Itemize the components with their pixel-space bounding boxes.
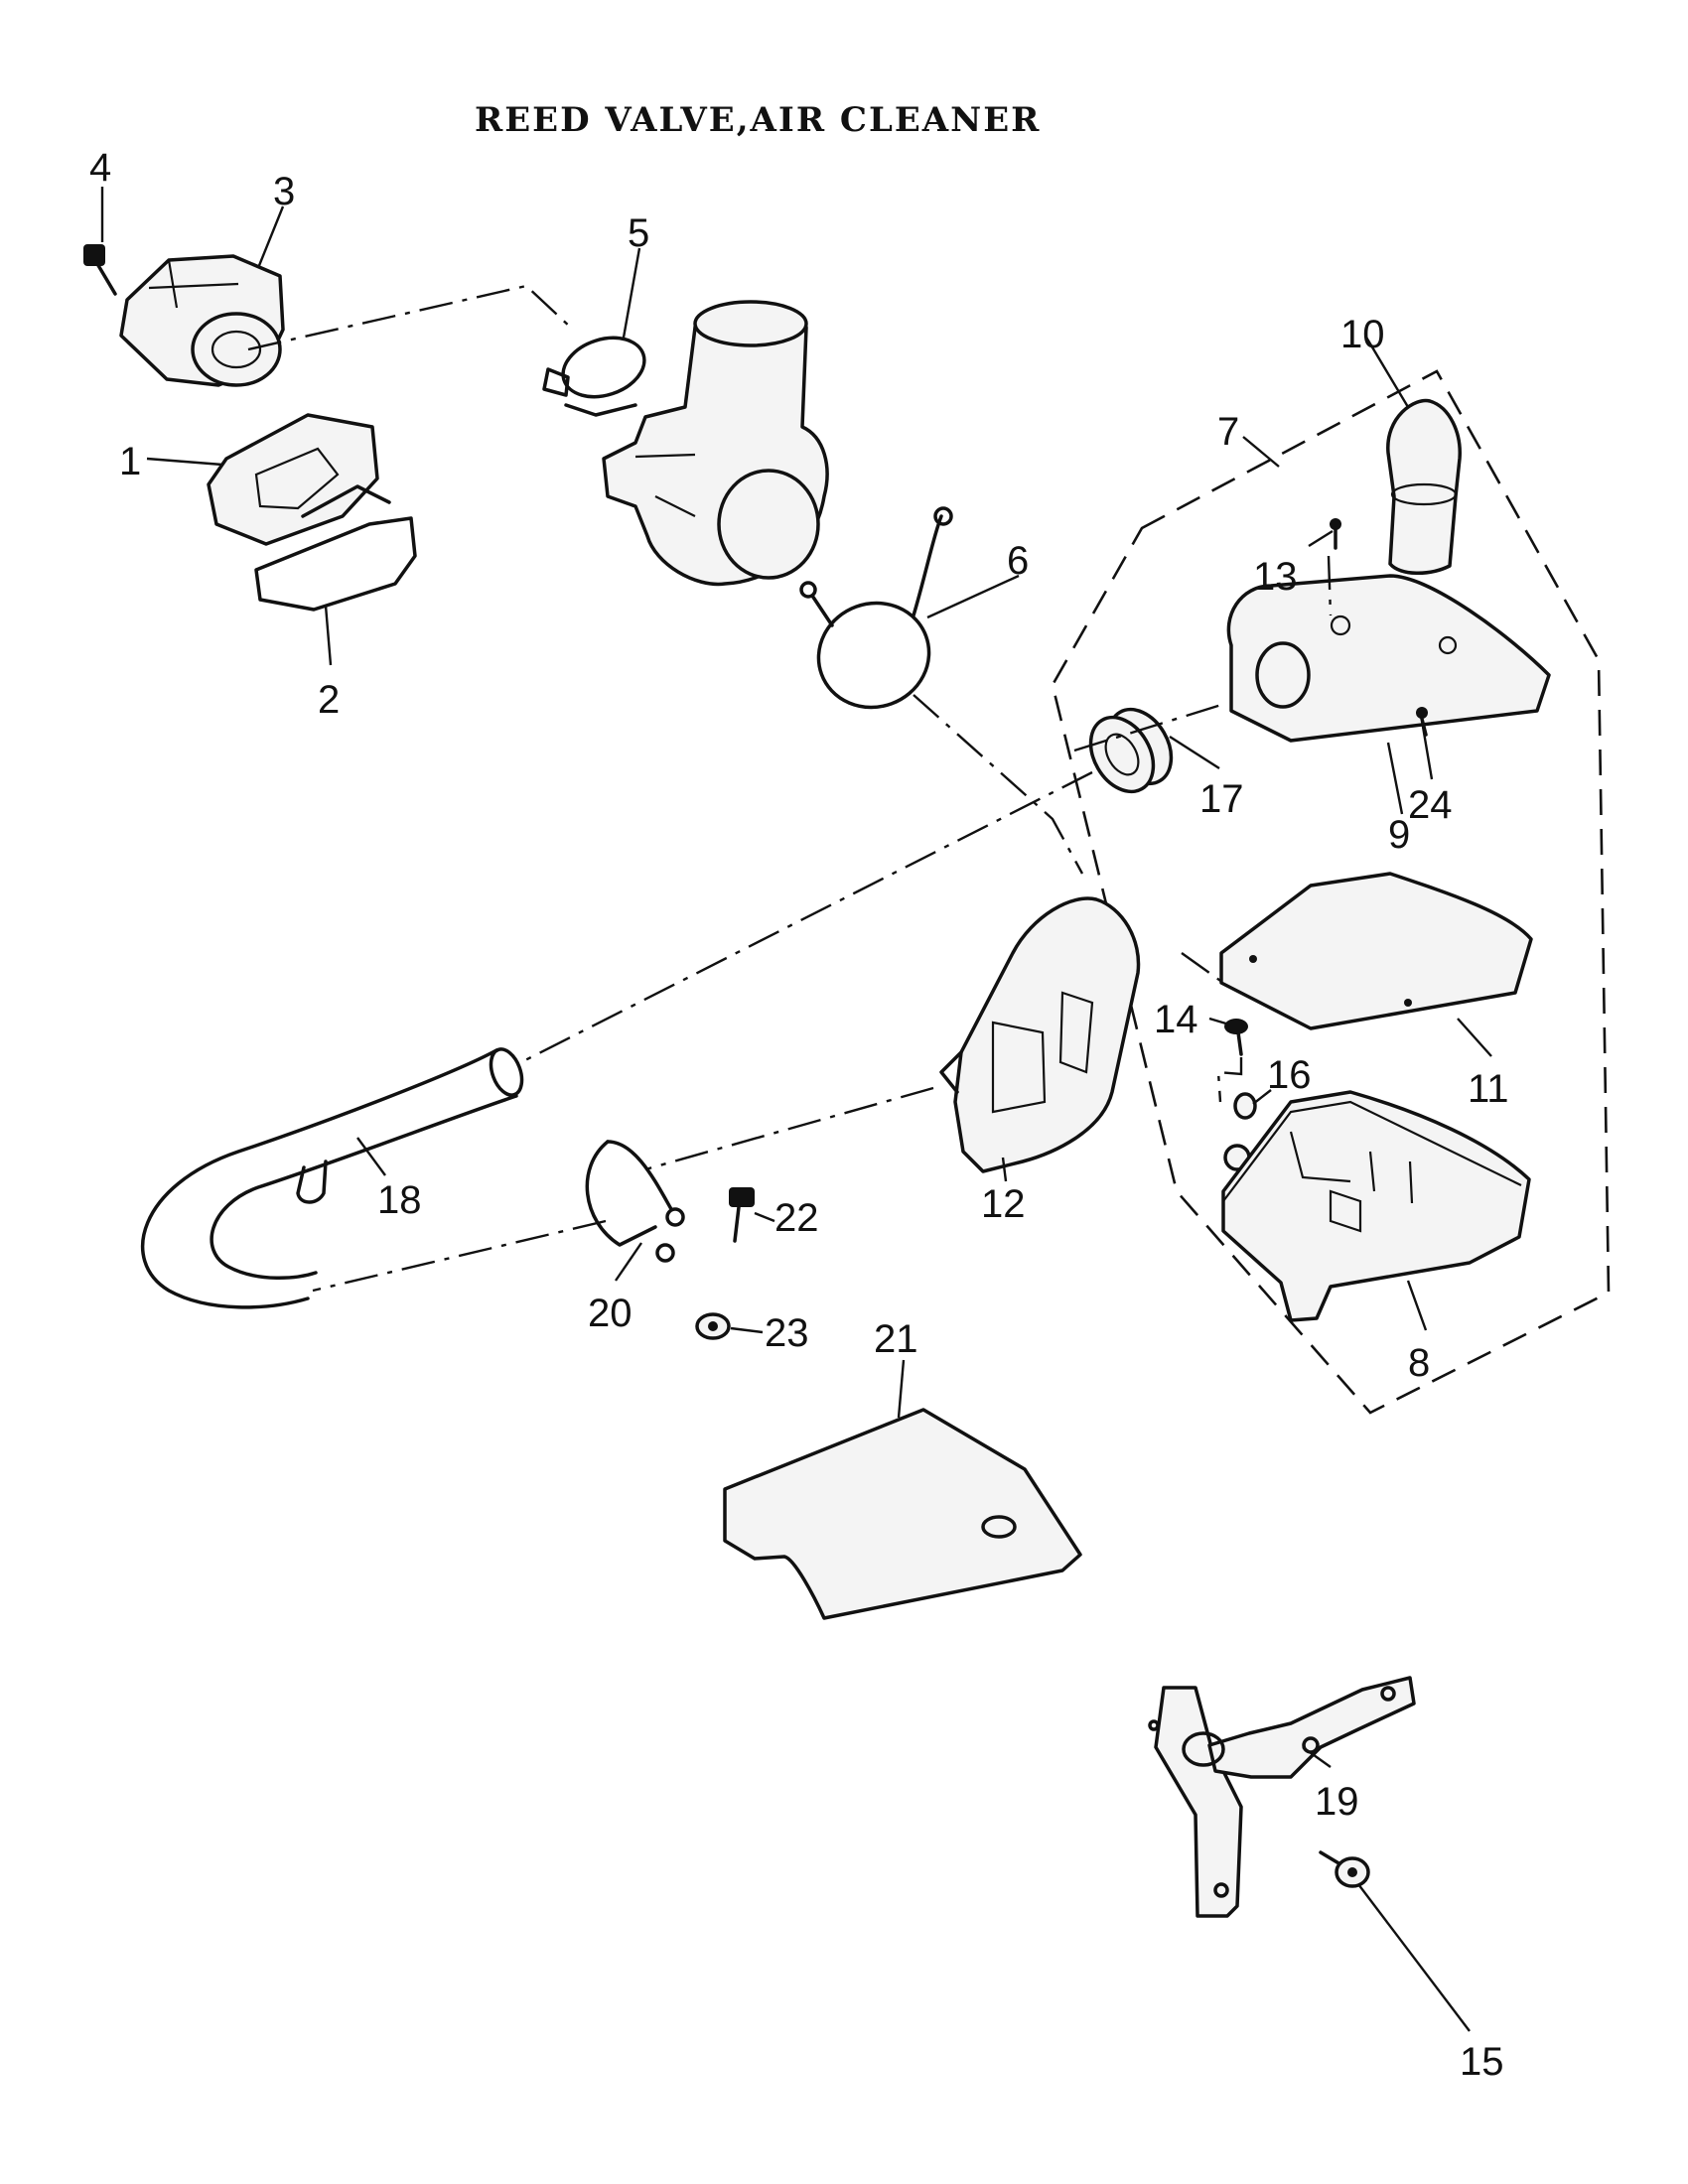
part-15-bolt: [1319, 1850, 1370, 1888]
part-22-bolt: [729, 1187, 755, 1243]
callout-12: 12: [981, 1182, 1026, 1226]
part-1-reed-valve: [207, 413, 391, 546]
callout-3: 3: [273, 170, 295, 213]
part-8-air-cleaner-case: [1221, 1090, 1531, 1322]
callout-11: 11: [1468, 1067, 1509, 1111]
part-4-bolt: [83, 244, 117, 296]
diagram-title: REED VALVE,AIR CLEANER: [475, 100, 1041, 140]
callout-18: 18: [377, 1178, 422, 1222]
part-12-intake-duct: [939, 896, 1141, 1173]
callout-22: 22: [774, 1196, 819, 1240]
callout-16: 16: [1267, 1053, 1312, 1097]
part-14-screw: [1224, 1019, 1248, 1056]
callout-8: 8: [1408, 1341, 1430, 1385]
part-17-joint: [1088, 707, 1174, 794]
callout-5: 5: [628, 211, 649, 255]
callout-labels: 4 3 1 2 5 6 7 10 13 24 9 17 14 11 16 8 1…: [89, 146, 1509, 2084]
part-3-reed-valve-housing: [119, 254, 285, 387]
part-13-screw: [1330, 518, 1341, 550]
part-18-hose: [141, 1047, 524, 1309]
callout-23: 23: [765, 1311, 809, 1355]
callout-4: 4: [89, 146, 111, 190]
part-19-bracket: [1148, 1676, 1416, 1918]
intake-manifold-body: [602, 300, 829, 587]
part-5-clamp: [542, 336, 646, 417]
callout-24: 24: [1408, 783, 1453, 827]
part-21-plate: [723, 1408, 1082, 1620]
callout-1: 1: [119, 440, 141, 483]
part-10-intake-snorkel: [1386, 398, 1462, 575]
callout-15: 15: [1460, 2040, 1504, 2084]
part-20-hose-clamp: [585, 1140, 685, 1263]
part-9-case-cover: [1226, 574, 1551, 743]
callout-17: 17: [1199, 777, 1244, 821]
callout-leaders: [100, 187, 1492, 2032]
part-2-gasket: [254, 516, 417, 612]
part-6-clamp-band: [799, 506, 953, 710]
part-23-nut: [695, 1312, 731, 1340]
assembly-centerlines: [247, 284, 1333, 1293]
callout-19: 19: [1315, 1780, 1359, 1824]
callout-21: 21: [874, 1317, 918, 1361]
part-11-filter-element: [1219, 872, 1533, 1030]
callout-7: 7: [1217, 410, 1239, 454]
callout-14: 14: [1154, 998, 1198, 1041]
callout-13: 13: [1253, 555, 1298, 599]
callout-2: 2: [318, 678, 340, 722]
callout-9: 9: [1388, 813, 1410, 857]
callout-6: 6: [1007, 539, 1029, 583]
part-7-assembly-outline: [1051, 369, 1611, 1415]
callout-10: 10: [1340, 313, 1385, 356]
callout-20: 20: [588, 1292, 633, 1335]
